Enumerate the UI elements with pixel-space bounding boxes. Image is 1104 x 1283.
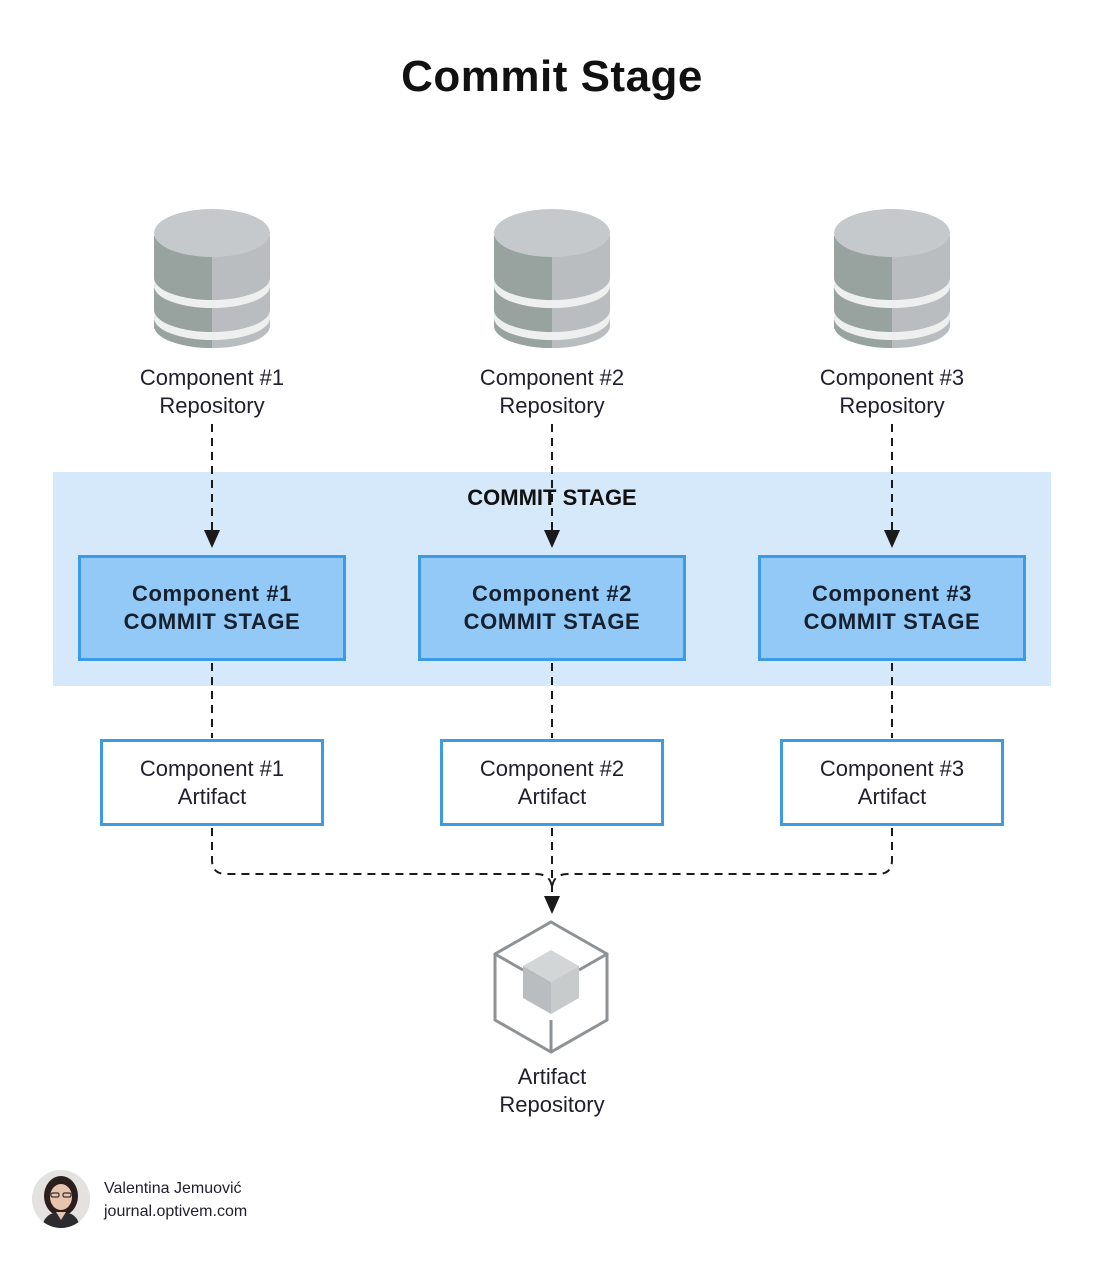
repository-label-2: Component #2 Repository	[432, 364, 672, 420]
repository-label-3: Component #3 Repository	[772, 364, 1012, 420]
stage-component-name: Component #1	[132, 581, 292, 606]
artifact-repository-line1: Artifact	[517, 1064, 587, 1089]
cube-icon	[493, 920, 609, 1054]
database-icon	[494, 209, 610, 348]
stage-label: COMMIT STAGE	[803, 609, 981, 634]
artifact-component-name: Component #2	[479, 755, 625, 781]
artifact-component-name: Component #1	[139, 755, 285, 781]
avatar-photo	[32, 1170, 90, 1228]
database-icon	[154, 209, 270, 348]
commit-stage-box-1: Component #1 COMMIT STAGE	[78, 555, 346, 661]
artifact-label: Artifact	[177, 783, 247, 809]
database-icon	[834, 209, 950, 348]
repository-type: Repository	[499, 393, 605, 418]
artifact-box-2: Component #2 Artifact	[440, 739, 664, 826]
stage-component-name: Component #3	[812, 581, 972, 606]
page-title: Commit Stage	[401, 52, 703, 101]
stage-label: COMMIT STAGE	[463, 609, 641, 634]
author-name: Valentina Jemuović	[104, 1180, 242, 1197]
artifact-label: Artifact	[517, 783, 587, 809]
repository-label-1: Component #1 Repository	[92, 364, 332, 420]
artifact-label: Artifact	[857, 783, 927, 809]
artifact-repository-line2: Repository	[499, 1092, 605, 1117]
artifact-merge-line-left	[211, 828, 553, 891]
repository-type: Repository	[839, 393, 945, 418]
artifact-repository-label: Artifact Repository	[432, 1063, 672, 1119]
artifact-box-1: Component #1 Artifact	[100, 739, 324, 826]
author-card: Valentina Jemuović journal.optivem.com	[32, 1170, 332, 1230]
repository-name: Component #1	[139, 365, 285, 390]
commit-stage-group-label: COMMIT STAGE	[467, 485, 637, 510]
repository-name: Component #2	[479, 365, 625, 390]
stage-label: COMMIT STAGE	[123, 609, 301, 634]
artifact-component-name: Component #3	[819, 755, 965, 781]
repository-name: Component #3	[819, 365, 965, 390]
stage-component-name: Component #2	[472, 581, 632, 606]
repository-type: Repository	[159, 393, 265, 418]
commit-stage-box-2: Component #2 COMMIT STAGE	[418, 555, 686, 661]
author-site-link[interactable]: journal.optivem.com	[104, 1203, 248, 1220]
artifact-merge-line-right	[551, 828, 893, 891]
avatar	[32, 1170, 90, 1228]
artifact-box-3: Component #3 Artifact	[780, 739, 1004, 826]
commit-stage-box-3: Component #3 COMMIT STAGE	[758, 555, 1026, 661]
